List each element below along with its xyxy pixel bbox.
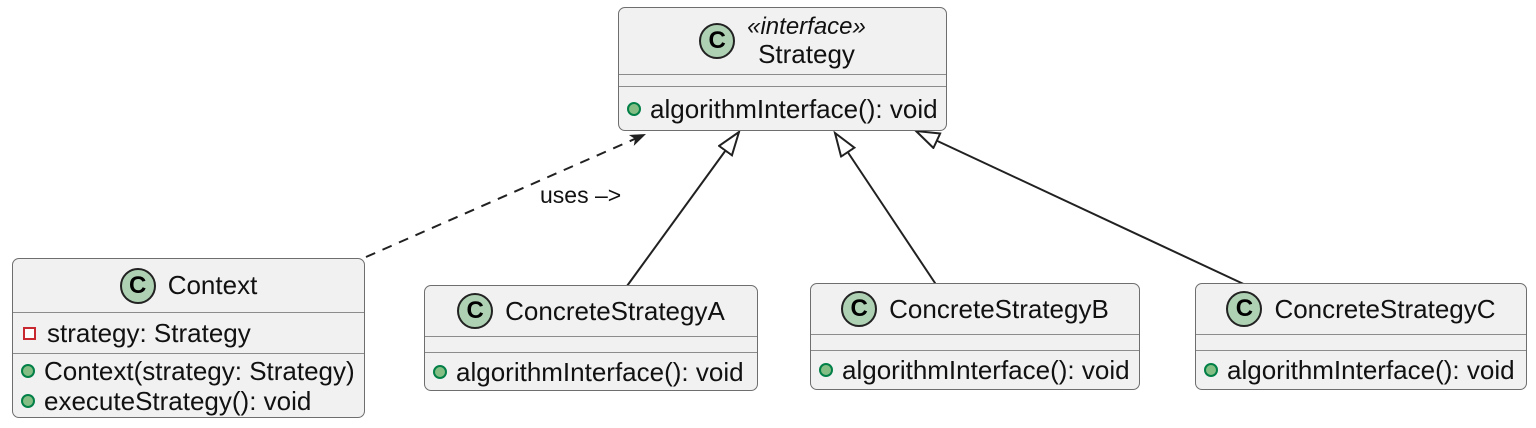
public-method-bullet-icon bbox=[21, 364, 35, 378]
class-name: ConcreteStrategyA bbox=[505, 295, 725, 326]
class-title: «interface» Strategy bbox=[747, 13, 866, 69]
public-method-bullet-icon bbox=[433, 364, 447, 379]
fields-compartment-empty bbox=[619, 74, 946, 86]
field-text: strategy: Strategy bbox=[47, 318, 251, 348]
class-icon: C bbox=[119, 267, 156, 304]
class-header: C ConcreteStrategyC bbox=[1196, 284, 1526, 334]
class-icon: C bbox=[841, 291, 878, 327]
method-text: algorithmInterface(): void bbox=[1227, 355, 1515, 385]
field-row: strategy: Strategy bbox=[13, 318, 364, 348]
public-method-bullet-icon bbox=[1204, 363, 1218, 377]
method-text: algorithmInterface(): void bbox=[842, 355, 1130, 385]
methods-compartment: algorithmInterface(): void bbox=[811, 350, 1139, 389]
private-field-bullet-icon bbox=[23, 326, 36, 340]
class-header: C Context bbox=[13, 259, 364, 312]
class-icon: C bbox=[1226, 291, 1263, 327]
class-header: C ConcreteStrategyA bbox=[425, 286, 757, 336]
method-row: Context(strategy: Strategy) bbox=[13, 356, 364, 386]
method-text: Context(strategy: Strategy) bbox=[44, 356, 355, 386]
fields-compartment-empty bbox=[811, 334, 1139, 350]
class-header: C ConcreteStrategyB bbox=[811, 284, 1139, 334]
realization-arrow-a-to-strategy bbox=[626, 132, 739, 287]
fields-compartment: strategy: Strategy bbox=[13, 312, 364, 353]
public-method-bullet-icon bbox=[627, 101, 641, 116]
dependency-arrow-context-to-strategy bbox=[365, 133, 647, 258]
methods-compartment: algorithmInterface(): void bbox=[619, 86, 946, 130]
realization-arrow-c-to-strategy bbox=[916, 131, 1251, 288]
class-name: Context bbox=[167, 270, 258, 300]
methods-compartment: algorithmInterface(): void bbox=[1196, 350, 1526, 389]
class-name: ConcreteStrategyC bbox=[1274, 293, 1496, 324]
class-icon: C bbox=[699, 23, 736, 59]
method-text: executeStrategy(): void bbox=[44, 386, 312, 416]
class-name: Strategy bbox=[758, 39, 855, 69]
class-name: ConcreteStrategyB bbox=[889, 293, 1109, 324]
public-method-bullet-icon bbox=[819, 363, 833, 377]
method-row: algorithmInterface(): void bbox=[811, 355, 1139, 385]
class-header: C «interface» Strategy bbox=[619, 8, 946, 74]
class-box-concrete-strategy-c: C ConcreteStrategyC algorithmInterface()… bbox=[1195, 283, 1527, 390]
class-stereotype: «interface» bbox=[747, 13, 866, 40]
dependency-label: uses –> bbox=[540, 182, 622, 208]
fields-compartment-empty bbox=[425, 336, 757, 352]
method-text: algorithmInterface(): void bbox=[650, 93, 938, 124]
fields-compartment-empty bbox=[1196, 334, 1526, 350]
class-box-concrete-strategy-a: C ConcreteStrategyA algorithmInterface()… bbox=[424, 285, 758, 391]
public-method-bullet-icon bbox=[21, 394, 35, 408]
method-row: executeStrategy(): void bbox=[13, 386, 364, 416]
method-row: algorithmInterface(): void bbox=[425, 357, 757, 387]
method-row: algorithmInterface(): void bbox=[1196, 355, 1526, 385]
class-box-context: C Context strategy: Strategy Context(str… bbox=[12, 258, 365, 418]
class-box-concrete-strategy-b: C ConcreteStrategyB algorithmInterface()… bbox=[810, 283, 1140, 390]
methods-compartment: Context(strategy: Strategy) executeStrat… bbox=[13, 353, 364, 417]
class-icon: C bbox=[457, 293, 494, 329]
method-text: algorithmInterface(): void bbox=[456, 356, 744, 387]
methods-compartment: algorithmInterface(): void bbox=[425, 352, 757, 390]
realization-arrow-b-to-strategy bbox=[835, 133, 938, 287]
method-row: algorithmInterface(): void bbox=[619, 94, 946, 124]
class-box-strategy: C «interface» Strategy algorithmInterfac… bbox=[618, 7, 947, 131]
